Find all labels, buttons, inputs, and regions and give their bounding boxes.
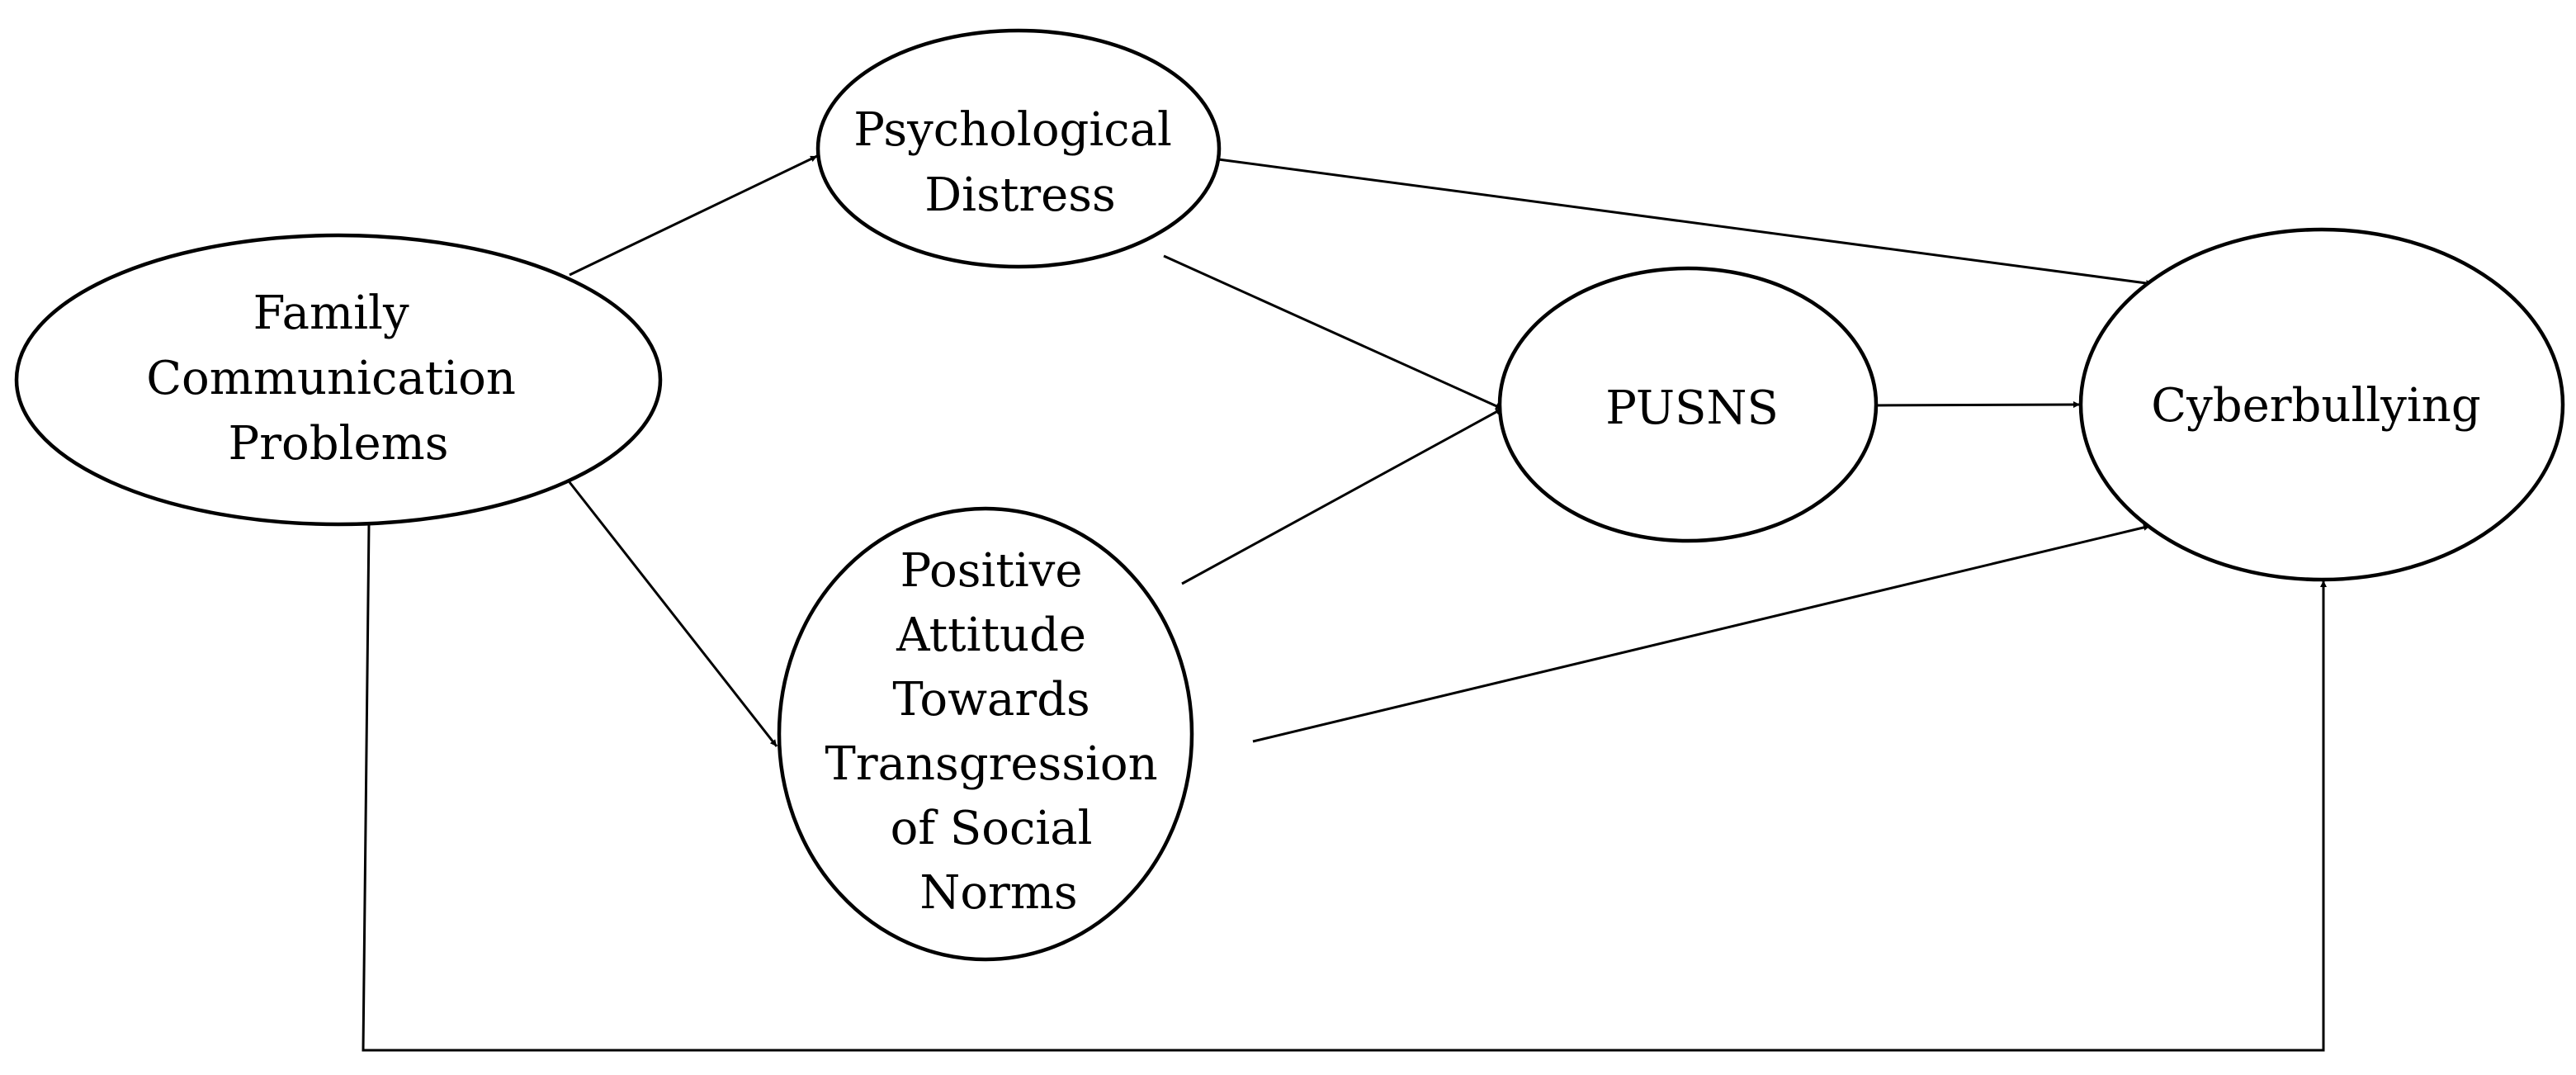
edge-distress-to-pusns — [1163, 254, 1503, 410]
node-attitude-label-line-1: Positive — [900, 544, 1083, 598]
node-distress-label-line-2: Distress — [924, 168, 1115, 222]
node-attitude-label-line-6: Norms — [919, 866, 1077, 920]
node-distress-label-line-1: Psychological — [853, 103, 1172, 157]
node-cyberbullying-label: Cyberbullying — [2151, 379, 2480, 433]
node-cyberbullying: Cyberbullying — [2078, 227, 2565, 582]
node-pusns-label-line-1: PUSNS — [1605, 381, 1779, 435]
node-family-label-line-3: Problems — [229, 417, 449, 471]
edge-distress-to-cyberbullying — [1217, 158, 2153, 287]
edge-family-to-cyberbullying — [362, 523, 2327, 1052]
node-distress-label: Psychological Distress — [853, 103, 1187, 222]
node-cyberbullying-shape — [2078, 227, 2565, 582]
edge-attitude-to-cyberbullying — [1252, 523, 2151, 743]
node-pusns: PUSNS — [1497, 266, 1879, 543]
node-psychological-distress: Psychological Distress — [815, 28, 1222, 269]
node-distress-shape — [815, 28, 1222, 269]
node-family-shape — [14, 233, 663, 527]
node-attitude-label-line-5: of Social — [891, 802, 1093, 855]
node-pusns-shape — [1497, 266, 1879, 543]
node-pusns-label: PUSNS — [1605, 381, 1779, 435]
edge-attitude-to-pusns — [1181, 407, 1503, 585]
node-family-label-line-1: Family — [253, 287, 409, 340]
edges — [362, 154, 2327, 1052]
edge-family-to-distress — [569, 154, 818, 277]
node-attitude-label-line-3: Towards — [892, 673, 1089, 727]
node-attitude-label: Positive Attitude Towards Transgression … — [825, 544, 1172, 920]
node-cyberbullying-label-line-1: Cyberbullying — [2151, 379, 2480, 433]
node-positive-attitude: Positive Attitude Towards Transgression … — [777, 506, 1194, 962]
node-family-label: Family Communication Problems — [146, 287, 531, 471]
node-family-label-line-2: Communication — [146, 352, 516, 405]
node-attitude-label-line-2: Attitude — [896, 609, 1086, 662]
node-attitude-label-line-4: Transgression — [825, 737, 1157, 791]
node-attitude-shape — [777, 506, 1194, 962]
node-family-communication-problems: Family Communication Problems — [14, 233, 663, 527]
edge-family-to-attitude — [568, 481, 778, 747]
